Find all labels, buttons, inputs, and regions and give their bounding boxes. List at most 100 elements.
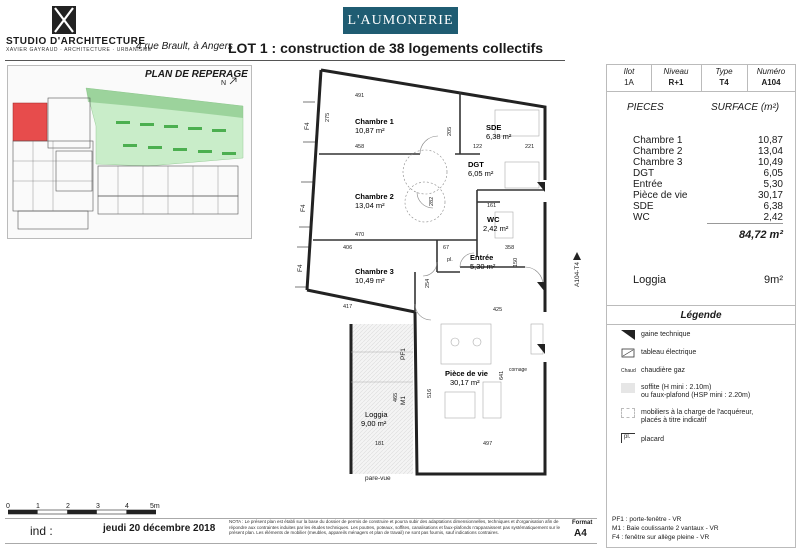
numero-value: A104: [761, 78, 781, 87]
pieces-header: PIECES: [627, 102, 664, 113]
room-row: Entrée 5,30: [633, 179, 783, 190]
room-row-name: Chambre 3: [633, 157, 683, 168]
dim-221: 221: [525, 144, 534, 150]
room-row-value: 10,87: [757, 135, 783, 146]
studio-subtitle: XAVIER GAYRAUD · ARCHITECTURE · URBANISM…: [6, 47, 152, 53]
dim-470: 470: [355, 232, 364, 238]
dim-465: 465: [393, 393, 399, 402]
total-divider: [707, 223, 783, 224]
legend-text: mobiliers à la charge de l'acquéreur,: [641, 409, 754, 416]
room-name-entree: Entrée: [470, 253, 493, 262]
room-row-value: 10,49: [757, 157, 783, 168]
legend-text: tableau électrique: [641, 349, 697, 356]
dim-275: 275: [325, 113, 331, 122]
window-ticks: [295, 101, 315, 288]
note-line: PF1 : porte-fenêtre - VR: [612, 516, 682, 523]
surface-header: SURFACE (m²): [711, 102, 780, 113]
room-row-value: 6,05: [763, 168, 783, 179]
ilot-value: 1A: [624, 78, 634, 87]
document-date: jeudi 20 décembre 2018: [103, 523, 216, 534]
type-header: Type: [715, 67, 733, 76]
gaine-technique-icon: [621, 330, 635, 340]
scale-bar: [7, 502, 157, 515]
room-area-chambre2: 13,04 m²: [355, 201, 385, 210]
room-row: WC 2,42: [633, 212, 783, 223]
tableau-electrique-icon: [621, 348, 635, 358]
window-f4-chambre3: F4: [297, 264, 304, 272]
niveau-header: Niveau: [663, 67, 689, 76]
scale-label: 1: [36, 503, 40, 510]
dim-497: 497: [483, 441, 492, 447]
unit-arrow-icon: [573, 252, 581, 260]
note-line: F4 : fenêtre sur allège pleine - VR: [612, 534, 710, 541]
room-row-name: Pièce de vie: [633, 190, 688, 201]
legend-text: ou faux-plafond (HSP mini : 2.20m): [641, 392, 751, 399]
room-name-wc: WC: [487, 215, 500, 224]
room-row: Chambre 2 13,04: [633, 146, 783, 157]
room-area-chambre3: 10,49 m²: [355, 276, 385, 285]
scale-label: 4: [125, 503, 129, 510]
placard-icon: pl.: [621, 433, 635, 443]
room-name-chambre1: Chambre 1: [355, 117, 394, 126]
scale-label: 3: [96, 503, 100, 510]
mobilier-icon: [621, 408, 635, 418]
format-value: A4: [574, 528, 587, 539]
site-plan: [7, 65, 252, 239]
room-row-name: Chambre 2: [633, 146, 683, 157]
unit-reference: A104-T4: [574, 262, 581, 287]
dim-282: 282: [429, 197, 435, 206]
room-row: Chambre 1 10,87: [633, 135, 783, 146]
north-label: N: [221, 80, 227, 87]
site-plan-drawing: [12, 77, 244, 230]
dim-181: 181: [375, 441, 384, 447]
legend-text: chaudière gaz: [641, 367, 685, 374]
room-row: SDE 6,38: [633, 201, 783, 212]
scale-bar-drawing: [7, 509, 157, 515]
furniture: [351, 109, 544, 419]
room-area-entree: 5,30 m²: [470, 262, 496, 271]
studio-logo-icon: [52, 6, 76, 34]
window-f4-chambre1: F4: [304, 122, 311, 130]
loggia-value: 9m²: [764, 274, 783, 286]
dim-150: 150: [513, 258, 519, 267]
room-row: DGT 6,05: [633, 168, 783, 179]
legend-text: gaine technique: [641, 331, 691, 338]
legend-text: placard: [641, 436, 664, 443]
room-row-name: Chambre 1: [633, 135, 683, 146]
panel-col-divider: [747, 65, 748, 91]
format-label: Format: [572, 520, 593, 526]
room-row-value: 6,38: [763, 201, 783, 212]
room-row-name: WC: [633, 212, 650, 223]
panel-divider: [607, 91, 795, 92]
room-name-dgt: DGT: [468, 160, 484, 169]
type-value: T4: [719, 78, 729, 87]
room-row-value: 5,30: [763, 179, 783, 190]
note-line: M1 : Baie coulissante 2 vantaux - VR: [612, 525, 719, 532]
disclaimer-note: NOTA : Le présent plan est établi sur la…: [229, 519, 560, 536]
project-address: 4 rue Brault, à Angers: [136, 41, 233, 52]
dim-122: 122: [473, 144, 482, 150]
ilot-header: Ilot: [623, 67, 635, 76]
footer-bar: [5, 518, 597, 544]
dim-67: 67: [443, 245, 449, 251]
panel-col-divider: [701, 65, 702, 91]
door-pf1: PF1: [400, 348, 407, 360]
info-panel: Ilot Niveau Type Numéro 1A R+1 T4 A104 P…: [606, 64, 796, 548]
loggia-area: [351, 324, 413, 474]
technical-ducts: [537, 182, 545, 354]
room-area-sde: 6,38 m²: [486, 132, 512, 141]
dim-641: 641: [499, 371, 505, 380]
room-row-name: DGT: [633, 168, 655, 179]
dim-417: 417: [343, 304, 352, 310]
bay-m1: M1: [400, 396, 407, 405]
room-name-piece-de-vie: Pièce de vie: [445, 369, 488, 378]
dim-491: 491: [355, 93, 364, 99]
numero-header: Numéro: [756, 67, 786, 76]
room-name-sde: SDE: [486, 123, 501, 132]
studio-name: STUDIO D'ARCHITECTURE: [6, 36, 146, 47]
index-label: ind :: [30, 524, 53, 538]
room-name-loggia: Loggia: [365, 410, 388, 419]
room-area-chambre1: 10,87 m²: [355, 126, 385, 135]
room-row-value: 2,42: [763, 212, 783, 223]
scale-label: 0: [6, 503, 10, 510]
